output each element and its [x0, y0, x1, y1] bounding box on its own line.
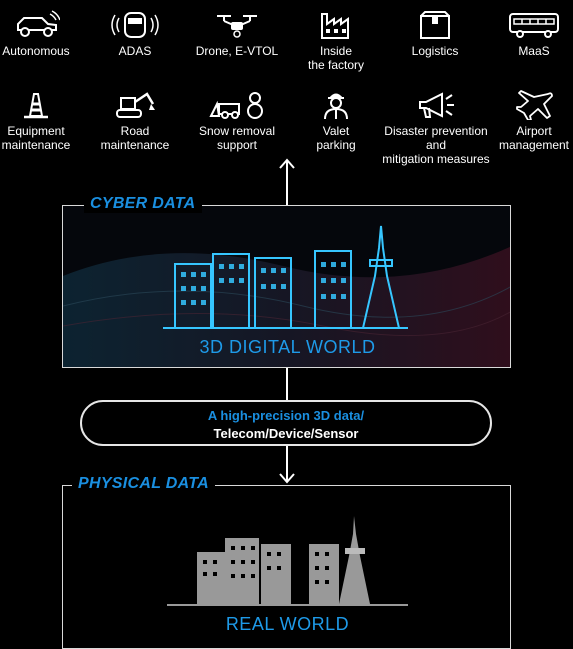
use-case-disaster-prevention: Disaster prevention and mitigation measu…	[377, 90, 495, 166]
drone-icon	[217, 15, 257, 38]
use-case-autonomous: Autonomous	[0, 10, 84, 58]
cyber-data-box: 3D DIGITAL WORLD	[62, 205, 511, 368]
airplane-icon	[516, 90, 553, 120]
label-maas: MaaS	[518, 44, 550, 58]
label-drone: Drone, E-VTOL	[195, 44, 279, 58]
cyber-data-title: CYBER DATA	[84, 195, 202, 213]
use-case-drone: Drone, E-VTOL	[189, 10, 285, 58]
use-case-road-maintenance: Road maintenance	[87, 90, 183, 152]
use-case-valet-parking: Valet parking	[288, 90, 384, 152]
car-icon	[17, 10, 60, 37]
use-case-snow-removal: Snow removal support	[189, 90, 285, 152]
use-case-factory: Inside the factory	[288, 10, 384, 72]
snowplow-icon	[209, 92, 263, 119]
label-airport-management: Airport management	[498, 124, 570, 152]
label-adas: ADAS	[118, 44, 152, 58]
physical-data-box: REAL WORLD	[62, 485, 511, 649]
physical-data-title: PHYSICAL DATA	[72, 475, 216, 493]
valet-icon	[324, 93, 348, 120]
traffic-cone-icon	[24, 93, 48, 119]
label-snow-removal: Snow removal support	[198, 124, 276, 152]
pill-line-1: A high-precision 3D data/	[207, 408, 365, 423]
label-road-maintenance: Road maintenance	[100, 124, 170, 152]
label-logistics: Logistics	[411, 44, 459, 58]
use-case-logistics: Logistics	[387, 10, 483, 58]
use-case-adas: ADAS	[87, 10, 183, 58]
data-link-pill: A high-precision 3D data/ Telecom/Device…	[80, 400, 492, 446]
real-world-label: REAL WORLD	[225, 614, 350, 634]
excavator-icon	[116, 92, 155, 118]
digital-world-label: 3D DIGITAL WORLD	[199, 337, 376, 357]
neon-city-outline	[163, 225, 408, 329]
up-arrow	[279, 158, 295, 206]
label-equipment-maintenance: Equipment maintenance	[1, 124, 71, 152]
factory-icon	[321, 13, 349, 39]
megaphone-icon	[419, 92, 454, 118]
pill-line-2: Telecom/Device/Sensor	[213, 426, 359, 441]
use-case-equipment-maintenance: Equipment maintenance	[0, 90, 84, 152]
label-disaster-prevention: Disaster prevention and mitigation measu…	[382, 124, 490, 166]
use-case-airport-management: Airport management	[486, 90, 573, 152]
use-case-maas: MaaS	[486, 10, 573, 58]
bus-icon	[509, 13, 559, 38]
digital-wave-background	[63, 206, 510, 367]
label-factory: Inside the factory	[307, 44, 365, 72]
label-autonomous: Autonomous	[2, 44, 70, 58]
label-valet-parking: Valet parking	[316, 124, 356, 152]
package-icon	[420, 11, 450, 39]
real-city-illustration	[167, 516, 408, 606]
car-sensor-icon	[111, 12, 159, 38]
